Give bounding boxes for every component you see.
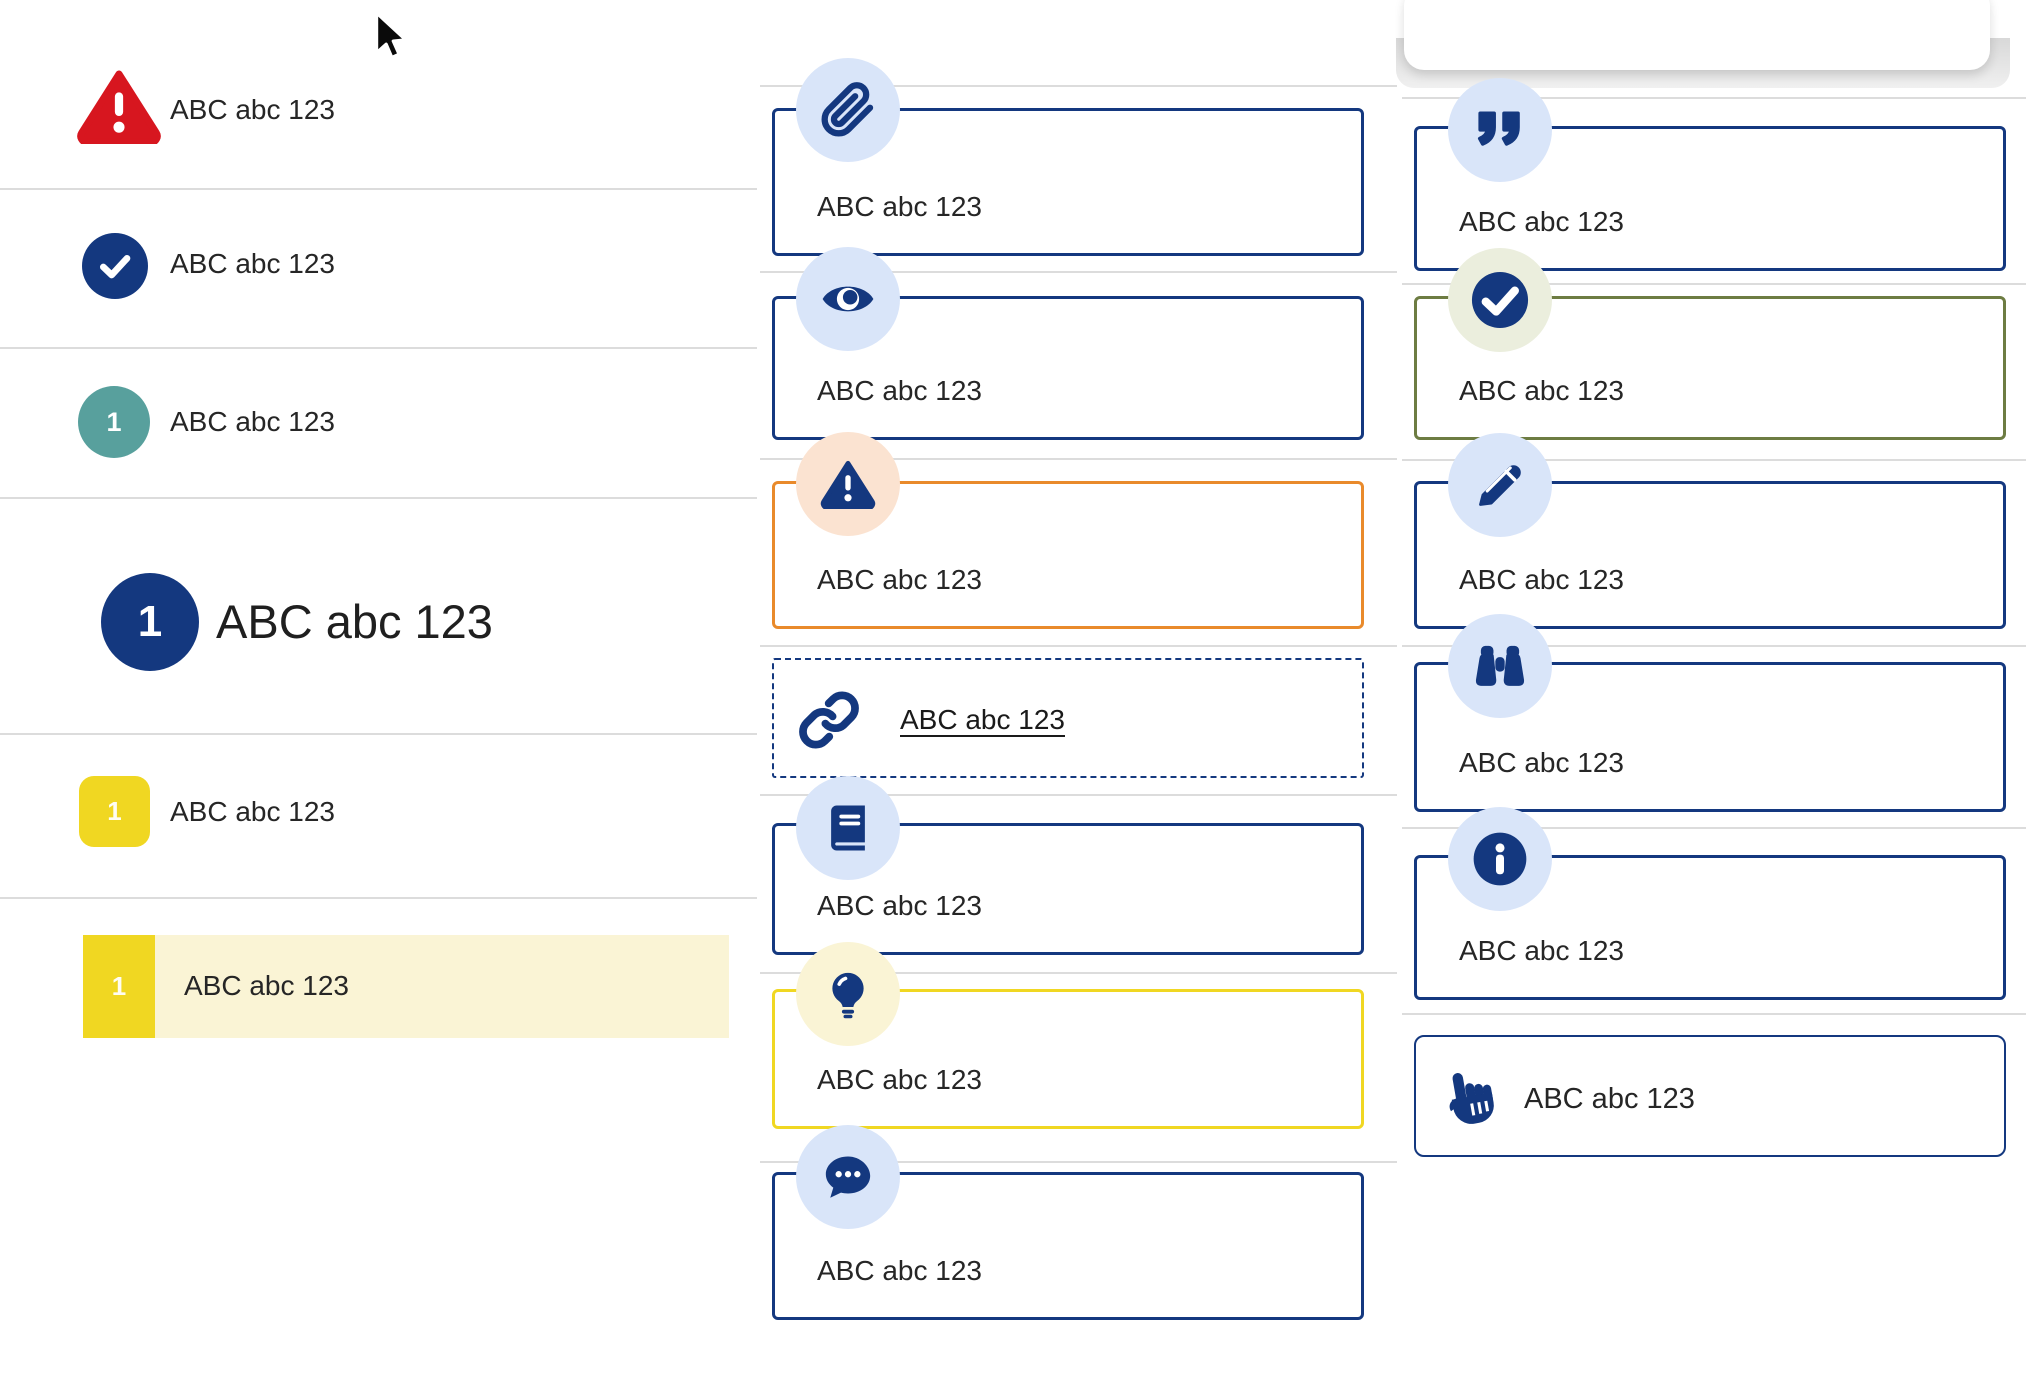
card-label: ABC abc 123 <box>1459 206 1624 237</box>
card-label: ABC abc 123 <box>817 890 982 921</box>
binoculars-icon <box>1448 614 1552 718</box>
quote-icon <box>1448 78 1552 182</box>
check-circle-icon <box>82 233 148 299</box>
window-edge <box>1404 0 1990 70</box>
list-item-label: ABC abc 123 <box>170 94 335 125</box>
divider <box>0 497 757 499</box>
list-item-label: ABC abc 123 <box>170 248 335 279</box>
divider <box>1402 827 2026 829</box>
alert-triangle-icon <box>76 68 162 144</box>
card-label: ABC abc 123 <box>817 564 982 595</box>
divider <box>1402 645 2026 647</box>
list-item-label: ABC abc 123 <box>184 970 349 1001</box>
paperclip-icon <box>796 58 900 162</box>
list-item-label-large: ABC abc 123 <box>216 595 493 648</box>
divider <box>760 85 1397 87</box>
pointer-button-label: ABC abc 123 <box>1524 1083 1695 1115</box>
card-label: ABC abc 123 <box>817 1255 982 1286</box>
divider <box>760 271 1397 273</box>
divider <box>1402 1013 2026 1015</box>
pencil-icon <box>1448 433 1552 537</box>
divider <box>0 347 757 349</box>
warning-icon <box>796 432 900 536</box>
link-icon <box>798 689 860 751</box>
card-label: ABC abc 123 <box>1459 564 1624 595</box>
mouse-cursor-icon <box>366 8 412 64</box>
check-icon <box>1448 248 1552 352</box>
list-item-label: ABC abc 123 <box>170 406 335 437</box>
card-label: ABC abc 123 <box>817 1064 982 1095</box>
divider <box>760 794 1397 796</box>
lightbulb-icon <box>796 942 900 1046</box>
book-icon <box>796 776 900 880</box>
highlight-strip <box>83 935 729 1038</box>
divider <box>0 188 757 190</box>
divider <box>760 972 1397 974</box>
chat-icon <box>796 1125 900 1229</box>
info-icon <box>1448 807 1552 911</box>
divider <box>760 645 1397 647</box>
yellow-number-badge: 1 <box>83 935 155 1038</box>
card-label: ABC abc 123 <box>1459 935 1624 966</box>
divider <box>1402 283 2026 285</box>
card-label: ABC abc 123 <box>1459 747 1624 778</box>
link-card[interactable]: ABC abc 123 <box>772 658 1364 778</box>
list-item-label: ABC abc 123 <box>170 796 335 827</box>
teal-number-badge: 1 <box>78 386 150 458</box>
divider <box>760 458 1397 460</box>
link-text[interactable]: ABC abc 123 <box>900 704 1065 735</box>
hand-pointer-icon <box>1438 1063 1504 1133</box>
divider <box>1402 97 2026 99</box>
card-label: ABC abc 123 <box>817 191 982 222</box>
eye-icon <box>796 247 900 351</box>
divider <box>1402 459 2026 461</box>
divider <box>0 897 757 899</box>
card-label: ABC abc 123 <box>817 375 982 406</box>
navy-number-badge-large: 1 <box>101 573 199 671</box>
callout-card-info: ABC abc 123 <box>1414 855 2006 1000</box>
divider <box>0 733 757 735</box>
divider <box>760 1161 1397 1163</box>
yellow-number-badge: 1 <box>79 776 150 847</box>
card-label: ABC abc 123 <box>1459 375 1624 406</box>
pointer-button-card[interactable]: ABC abc 123 <box>1414 1035 2006 1157</box>
